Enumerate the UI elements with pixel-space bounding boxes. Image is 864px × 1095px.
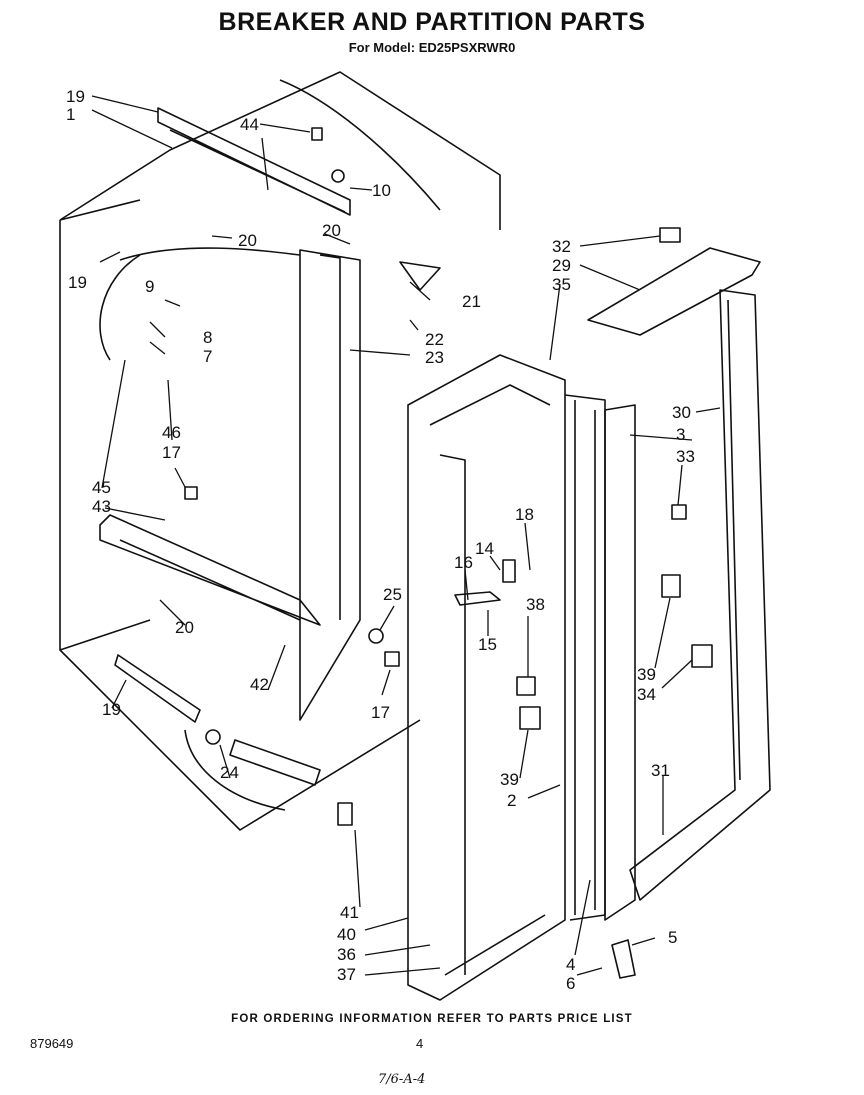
callout-45: 45 [92, 478, 111, 497]
callout-34: 34 [637, 685, 656, 704]
callout-25: 25 [383, 585, 402, 604]
center-mullion [299, 249, 361, 721]
callout-38: 38 [526, 595, 545, 614]
callout-18: 18 [515, 505, 534, 524]
part-17-upper [184, 486, 198, 500]
callout-43: 43 [92, 497, 111, 516]
callout-21: 21 [462, 292, 481, 311]
callout-37: 37 [337, 965, 356, 984]
part-10 [331, 169, 345, 183]
callout-32: 32 [552, 237, 571, 256]
part-17-lower [384, 651, 400, 667]
callout-17a: 17 [162, 443, 181, 462]
bottom-left-strip [114, 654, 201, 723]
callout-20b: 20 [322, 221, 341, 240]
callout-1: 1 [66, 105, 75, 124]
handwritten-code: 7/6-A-4 [378, 1072, 426, 1087]
callout-8: 8 [203, 328, 212, 347]
callout-33: 33 [676, 447, 695, 466]
part-39-right [661, 574, 681, 598]
right-door-frame [629, 289, 771, 901]
part-14 [502, 559, 516, 583]
part-32 [659, 227, 681, 243]
bottom-strip [229, 739, 321, 786]
callout-20a: 20 [238, 231, 257, 250]
part-15 [454, 591, 501, 606]
callout-6: 6 [566, 974, 575, 993]
callout-29: 29 [552, 256, 571, 275]
callout-23: 23 [425, 348, 444, 367]
wire-harness [99, 79, 441, 361]
callout-19b: 19 [68, 273, 87, 292]
top-breaker-strip [157, 107, 351, 216]
door-breaker-frame [407, 354, 566, 1001]
callout-40: 40 [337, 925, 356, 944]
callout-22: 22 [425, 330, 444, 349]
callout-7: 7 [203, 347, 212, 366]
model-subtitle: For Model: ED25PSXRWR0 [348, 40, 516, 55]
part-44 [311, 127, 323, 141]
callout-44: 44 [240, 115, 259, 134]
callout-41: 41 [340, 903, 359, 922]
bottom-harness [184, 729, 286, 811]
page-number: 4 [416, 1036, 424, 1051]
part-labels: 19 1 44 10 20 20 19 9 8 7 21 22 23 32 29… [66, 87, 695, 993]
mullion-cover [604, 404, 636, 921]
part-39-mid [519, 706, 541, 730]
callout-19c: 19 [102, 700, 121, 719]
callout-15: 15 [478, 635, 497, 654]
part-25 [368, 628, 384, 644]
top-cap [587, 247, 761, 336]
part-34 [691, 644, 713, 668]
callout-35: 35 [552, 275, 571, 294]
callout-39b: 39 [500, 770, 519, 789]
page-title: BREAKER AND PARTITION PARTS [218, 8, 646, 36]
cabinet-shell [59, 71, 501, 831]
callout-16: 16 [454, 553, 473, 572]
callout-42: 42 [250, 675, 269, 694]
part-33 [671, 504, 687, 520]
callout-4: 4 [566, 955, 575, 974]
callout-46: 46 [162, 423, 181, 442]
callout-31: 31 [651, 761, 670, 780]
callout-19a: 19 [66, 87, 85, 106]
callout-5: 5 [668, 928, 677, 947]
document-number: 879649 [30, 1036, 74, 1051]
callout-14: 14 [475, 539, 494, 558]
ordering-note: FOR ORDERING INFORMATION REFER TO PARTS … [231, 1013, 633, 1025]
callout-24: 24 [220, 763, 239, 782]
lower-breaker [99, 514, 321, 626]
part-38 [516, 676, 536, 696]
callout-17b: 17 [371, 703, 390, 722]
vertical-mullion-strip [564, 394, 606, 921]
callout-9: 9 [145, 277, 154, 296]
leader-lines [91, 95, 721, 976]
part-41 [337, 802, 353, 826]
callout-39a: 39 [637, 665, 656, 684]
callout-10: 10 [372, 181, 391, 200]
callout-2: 2 [507, 791, 516, 810]
callout-20c: 20 [175, 618, 194, 637]
part-5 [611, 939, 636, 979]
part-24 [205, 729, 221, 745]
part-21 [399, 261, 441, 291]
callout-36: 36 [337, 945, 356, 964]
callout-3: 3 [676, 425, 685, 444]
callout-30: 30 [672, 403, 691, 422]
